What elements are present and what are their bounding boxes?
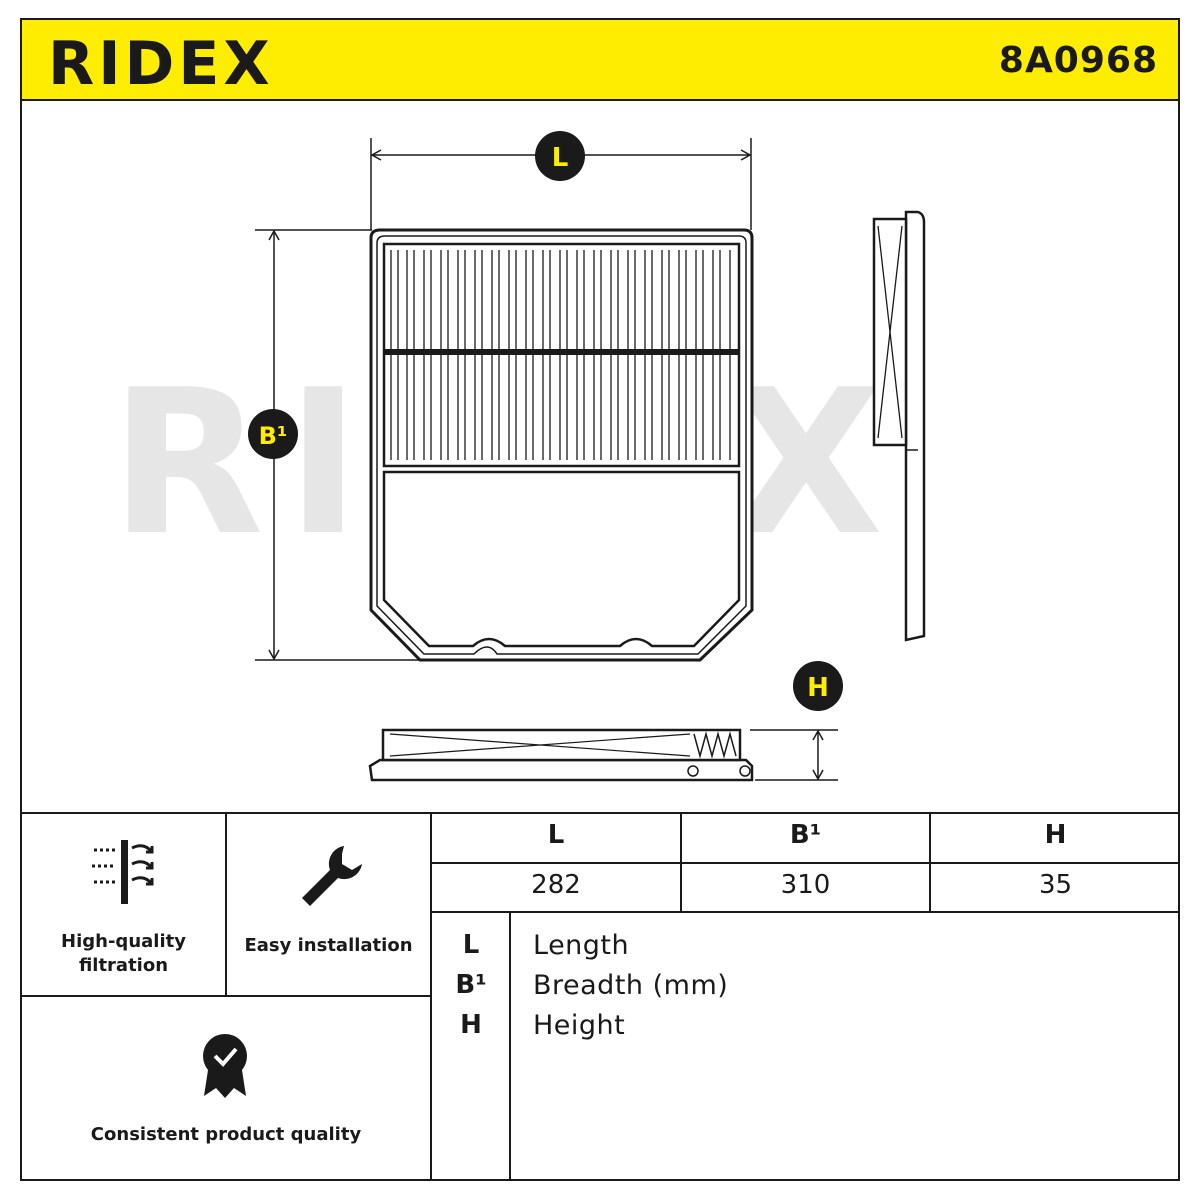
legend-desc-breadth: Breadth (mm)	[533, 970, 729, 1001]
part-number: 8A0968	[998, 40, 1158, 81]
dims-header-breadth: B¹	[789, 820, 822, 850]
table-top-border	[20, 812, 1180, 814]
svg-text:RIDEX: RIDEX	[48, 29, 274, 94]
feature-installation-label: Easy installation	[244, 935, 413, 956]
table-left-divider	[430, 812, 432, 1181]
legend-desc-length: Length	[533, 930, 630, 961]
dims-value-divider	[432, 911, 1180, 913]
dims-col-divider-2	[929, 812, 931, 913]
dims-value-breadth: 310	[780, 870, 831, 900]
dims-header-height: H	[1044, 820, 1067, 850]
feature-quality-label: Consistent product quality	[90, 1124, 362, 1145]
legend-key-length: L	[462, 930, 480, 960]
feature-filtration-label-line2: filtration	[78, 955, 169, 976]
header-bar: RIDEX 8A0968	[20, 18, 1180, 101]
ridex-logo: RIDEX	[48, 29, 274, 94]
dims-value-height: 35	[1038, 870, 1073, 900]
quality-badge-icon	[203, 1034, 247, 1098]
wrench-icon	[302, 846, 362, 906]
legend-key-breadth: B¹	[455, 970, 487, 1000]
dims-col-divider-1	[680, 812, 682, 913]
legend-col-divider	[509, 911, 511, 1181]
sheet-frame	[20, 18, 1180, 1181]
dims-value-length: 282	[531, 870, 581, 900]
features-col-divider	[225, 812, 227, 997]
legend-desc-height: Height	[533, 1010, 626, 1041]
dims-header-divider	[432, 862, 1180, 864]
dims-header-length: L	[547, 820, 565, 850]
feature-filtration-label-line1: High-quality	[61, 931, 186, 952]
filter-airflow-icon	[92, 840, 154, 904]
legend-key-height: H	[460, 1010, 482, 1040]
